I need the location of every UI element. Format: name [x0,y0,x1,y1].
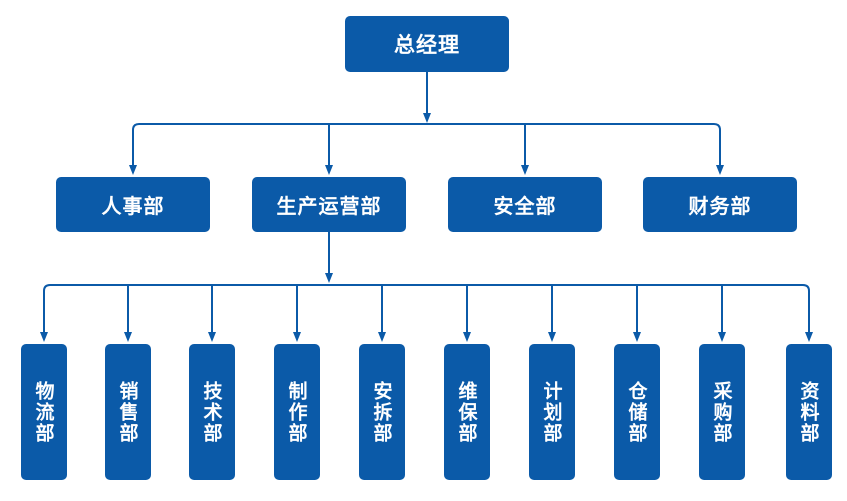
dept-safety-label: 安全部 [493,194,557,218]
general-manager-label: 总经理 [394,33,460,57]
dept-hr-label: 人事部 [101,194,165,218]
dept-finance-box: 财务部 [643,177,797,232]
sub-dept-planning-label: 计划部 [540,380,563,444]
sub-dept-warehouse-box: 仓储部 [614,344,660,480]
sub-dept-logistics-box: 物流部 [21,344,67,480]
sub-dept-making-label: 制作部 [285,380,308,444]
sub-dept-install-label: 安拆部 [370,380,393,444]
sub-dept-documents-box: 资料部 [786,344,832,480]
dept-production-label: 生产运营部 [276,194,382,218]
sub-dept-warehouse-label: 仓储部 [625,380,648,444]
dept-hr-box: 人事部 [56,177,210,232]
sub-dept-making-box: 制作部 [274,344,320,480]
sub-dept-install-box: 安拆部 [359,344,405,480]
sub-dept-tech-label: 技术部 [200,380,223,444]
sub-dept-purchasing-label: 采购部 [710,380,733,444]
sub-dept-planning-box: 计划部 [529,344,575,480]
sub-dept-purchasing-box: 采购部 [699,344,745,480]
sub-dept-documents-label: 资料部 [797,380,820,444]
sub-dept-sales-label: 销售部 [116,380,139,444]
dept-safety-box: 安全部 [448,177,602,232]
dept-production-box: 生产运营部 [252,177,406,232]
connector-mid-bus [132,123,721,170]
sub-dept-tech-box: 技术部 [189,344,235,480]
connector-sub-bus [43,284,810,337]
sub-dept-maintenance-box: 维保部 [444,344,490,480]
dept-finance-label: 财务部 [688,194,752,218]
sub-dept-logistics-label: 物流部 [32,380,55,444]
sub-dept-maintenance-label: 维保部 [455,380,478,444]
sub-dept-sales-box: 销售部 [105,344,151,480]
general-manager-box: 总经理 [345,16,509,72]
